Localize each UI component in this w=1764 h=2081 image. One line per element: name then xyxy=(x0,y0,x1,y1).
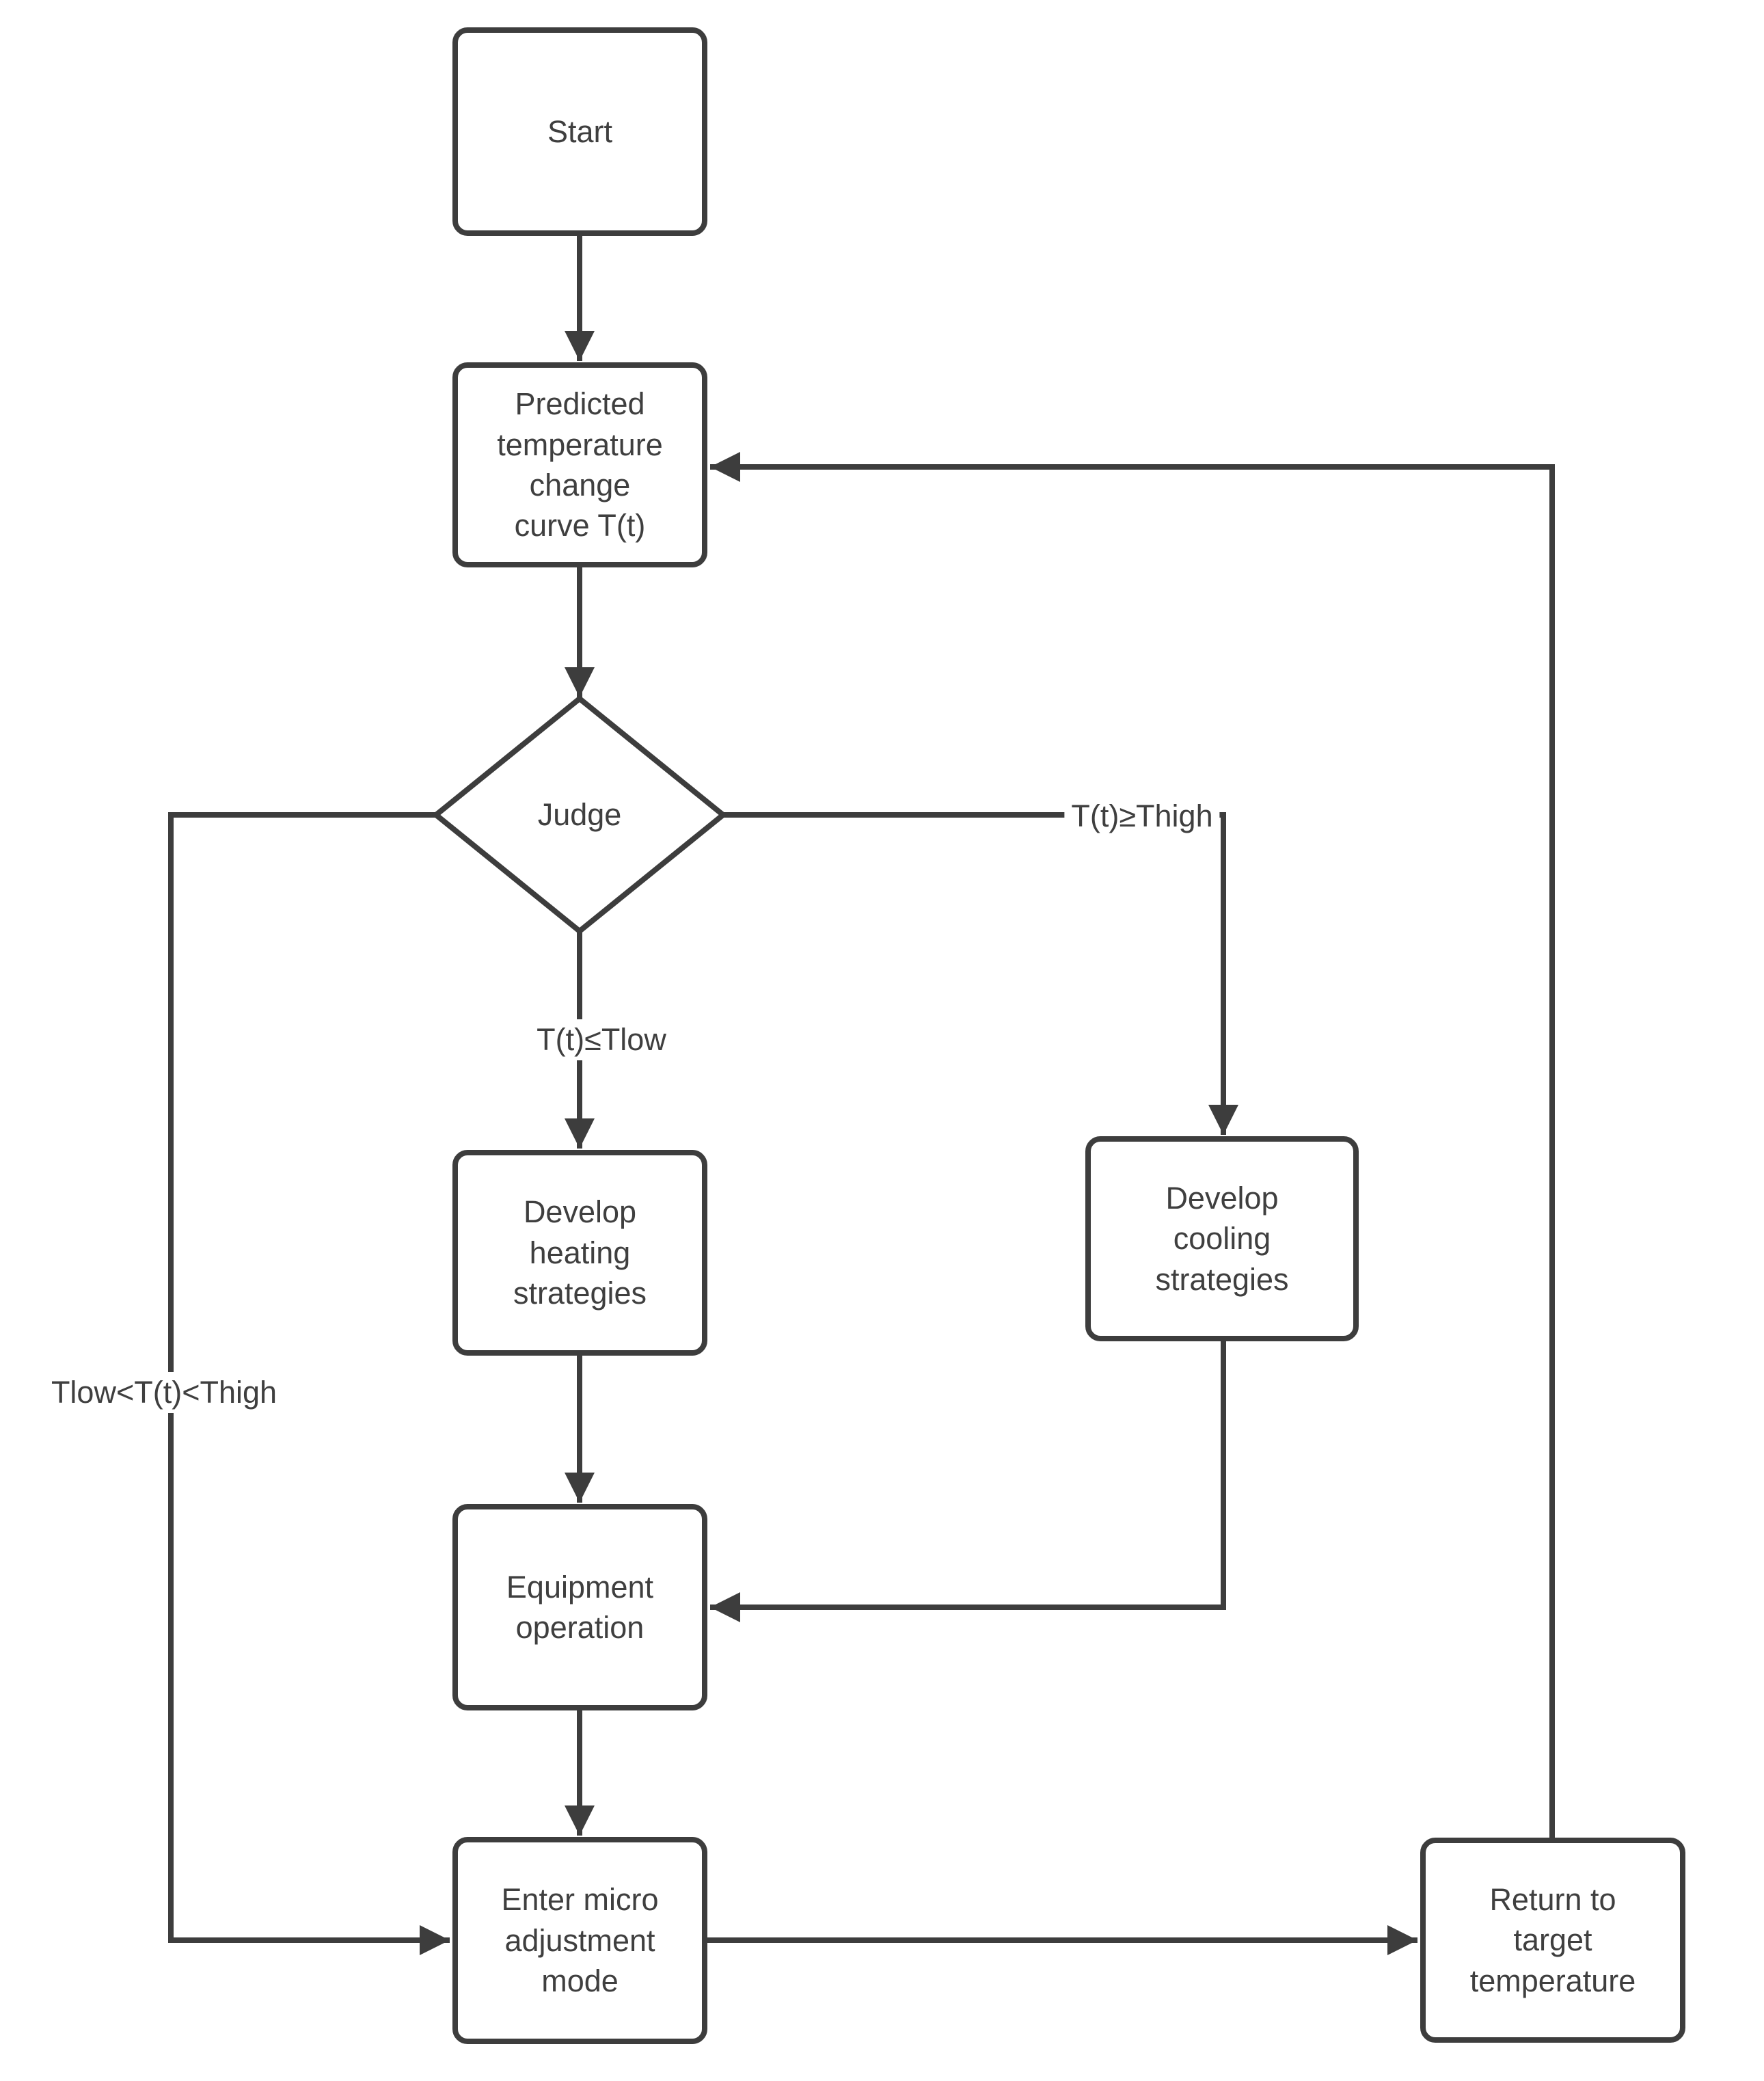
develop-cooling-node: Develop cooling strategies xyxy=(1085,1136,1359,1341)
edge-label-low-condition: T(t)≤Tlow xyxy=(530,1019,673,1060)
edge-label-high-condition: T(t)≥Thigh xyxy=(1064,796,1220,837)
edge-label-mid-condition: Tlow<T(t)<Thigh xyxy=(44,1372,284,1413)
edge-cooling-to-equipment xyxy=(710,1341,1226,1622)
edge-judge-to-cooling xyxy=(723,812,1238,1135)
predicted-temperature-node: Predicted temperature change curve T(t) xyxy=(452,362,707,567)
return-target-node: Return to target temperature xyxy=(1420,1838,1685,2043)
develop-heating-node: Develop heating strategies xyxy=(452,1150,707,1356)
equipment-operation-node: Equipment operation xyxy=(452,1504,707,1710)
judge-decision-node: Judge xyxy=(537,797,622,833)
micro-adjustment-node: Enter micro adjustment mode xyxy=(452,1837,707,2044)
edge-return-to-predict xyxy=(710,452,1555,1838)
judge-diamond-shape xyxy=(431,695,728,935)
start-node: Start xyxy=(452,27,707,236)
